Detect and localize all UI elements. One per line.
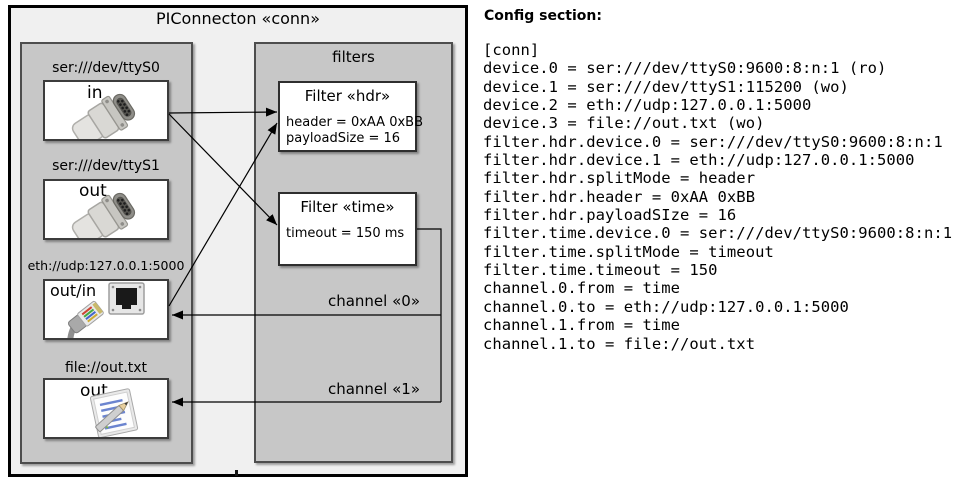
- device-box-ttys0: in: [43, 80, 169, 141]
- config-line: device.0 = ser:///dev/ttyS0:9600:8:n:1 (…: [483, 59, 887, 78]
- config-line: filter.hdr.device.0 = ser:///dev/ttyS0:9…: [483, 132, 943, 151]
- filter-attribute: header = 0xAA 0xBB: [286, 115, 424, 130]
- config-line: filter.time.device.0 = ser:///dev/ttyS0:…: [483, 224, 953, 243]
- serial-connector-image: [71, 192, 136, 238]
- filter-box-hdr: Filter «hdr» header = 0xAA 0xBB payloadS…: [278, 81, 424, 152]
- config-line: filter.hdr.splitMode = header: [483, 169, 756, 188]
- config-line: channel.1.to = file://out.txt: [483, 334, 756, 353]
- config-line: filter.time.timeout = 150: [483, 261, 718, 280]
- config-line: channel.0.from = time: [483, 279, 681, 298]
- filter-attributes: header = 0xAA 0xBB payloadSize = 16: [286, 115, 424, 147]
- filter-attribute: timeout = 150 ms: [286, 226, 405, 241]
- device-direction-label: in: [87, 83, 103, 103]
- device-address-ttys1: ser:///dev/ttyS1: [52, 158, 160, 174]
- config-section-heading: Config section:: [484, 8, 602, 24]
- device-address-ttys0: ser:///dev/ttyS0: [52, 60, 160, 76]
- serial-connector-image: [71, 93, 136, 139]
- filter-title: Filter «time»: [300, 198, 395, 216]
- filter-box-time: Filter «time» timeout = 150 ms: [278, 192, 417, 266]
- config-line: filter.hdr.header = 0xAA 0xBB: [483, 187, 756, 206]
- config-line: filter.time.splitMode = timeout: [483, 242, 774, 261]
- device-address-file: file://out.txt: [64, 360, 148, 376]
- filter-title: Filter «hdr»: [304, 87, 391, 105]
- config-line: filter.hdr.payloadSIze = 16: [483, 206, 737, 225]
- config-lines: [conn]device.0 = ser:///dev/ttyS0:9600:8…: [483, 41, 952, 353]
- device-box-ttys1: out: [43, 179, 169, 240]
- channel-1-label: channel «1»: [327, 380, 420, 398]
- config-line: channel.0.to = eth://udp:127.0.0.1:5000: [483, 297, 849, 316]
- ethernet-jack-image: [67, 282, 145, 338]
- filter-attributes: timeout = 150 ms: [286, 226, 415, 242]
- device-address-eth: eth://udp:127.0.0.1:5000: [27, 258, 185, 273]
- filters-group-title: filters: [332, 48, 375, 66]
- device-box-eth: out/in: [43, 279, 169, 340]
- channel-0-label: channel «0»: [327, 292, 420, 310]
- port-marker: [235, 470, 238, 476]
- config-line: device.3 = file://out.txt (wo): [483, 114, 765, 133]
- filter-attribute: payloadSize = 16: [286, 131, 401, 146]
- config-line: device.2 = eth://udp:127.0.0.1:5000: [483, 96, 812, 115]
- device-box-file: out: [43, 378, 169, 439]
- config-line: device.1 = ser:///dev/ttyS1:115200 (wo): [483, 77, 849, 96]
- config-line: [conn]: [483, 41, 540, 59]
- device-direction-label: out/in: [50, 281, 97, 300]
- config-line: channel.1.from = time: [483, 316, 681, 335]
- device-direction-label: out: [79, 181, 107, 201]
- document-notepad-image: [89, 388, 139, 437]
- config-line: filter.hdr.device.1 = eth://udp:127.0.0.…: [483, 151, 915, 170]
- component-title: PIConnecton «conn»: [156, 9, 320, 28]
